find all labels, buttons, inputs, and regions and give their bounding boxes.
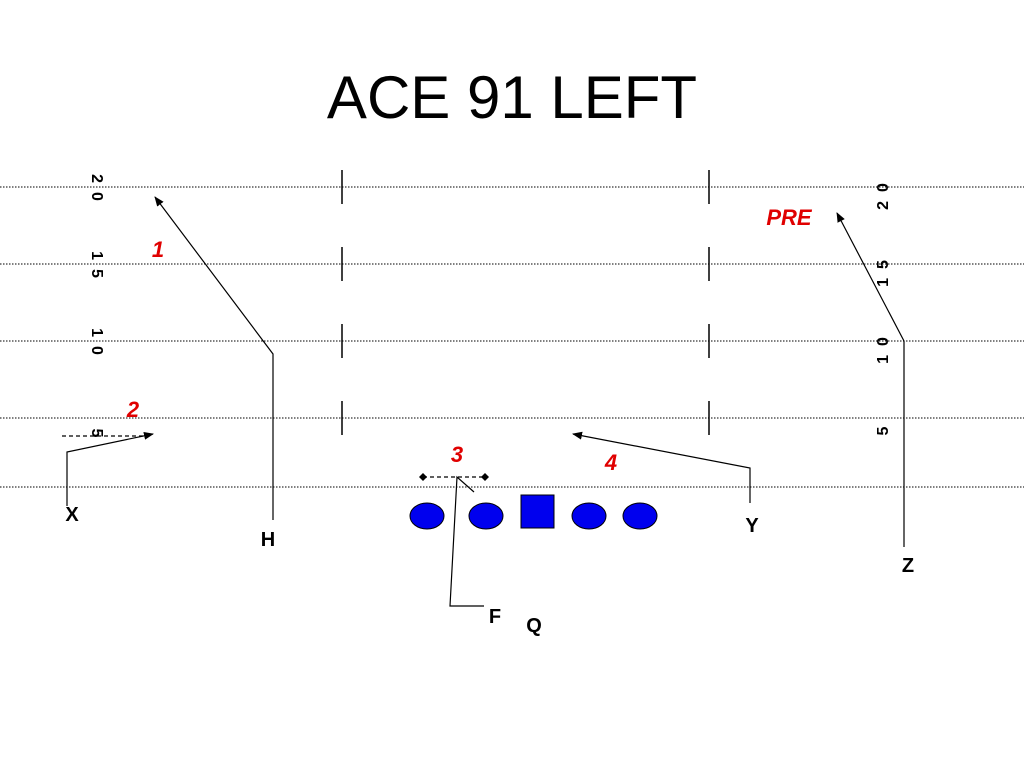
player-q-label: Q — [526, 615, 542, 637]
route-label-2: 2 — [126, 397, 140, 422]
lineman-left-guard — [468, 502, 504, 530]
route-f-flat — [419, 473, 489, 481]
route-x — [66, 431, 154, 506]
yard-lines — [0, 186, 1024, 488]
yard-number-right-5: 5 — [875, 426, 892, 435]
lineman-left-tackle — [409, 502, 445, 530]
lineman-right-guard — [571, 502, 607, 530]
yard-number-right-10: 10 — [875, 328, 892, 364]
diamond-marker-right — [481, 473, 489, 481]
yard-number-right-20: 20 — [875, 174, 892, 210]
route-z — [836, 212, 905, 547]
lineman-right-tackle — [622, 502, 658, 530]
player-labels: X H Y Z F Q — [65, 504, 914, 637]
routes — [62, 196, 905, 607]
yard-number-left-5: 5 — [88, 429, 105, 438]
player-z-label: Z — [902, 555, 914, 577]
route-labels: 1 2 3 4 PRE — [126, 205, 813, 475]
yard-number-left-20: 20 — [88, 174, 105, 210]
route-label-3: 3 — [451, 442, 463, 467]
yard-numbers-left: 20 15 10 5 — [88, 174, 105, 437]
player-h-label: H — [261, 529, 275, 551]
route-label-1: 1 — [152, 237, 164, 262]
player-x-label: X — [65, 504, 79, 526]
player-y-label: Y — [745, 515, 759, 537]
route-f — [449, 475, 484, 607]
center-square — [520, 494, 555, 529]
yard-number-right-15: 15 — [875, 251, 892, 287]
page-title: ACE 91 LEFT — [327, 64, 697, 131]
yard-number-left-15: 15 — [88, 251, 105, 287]
yard-number-left-10: 10 — [88, 328, 105, 364]
yard-numbers-right: 20 15 10 5 — [875, 174, 892, 435]
route-y — [572, 431, 751, 503]
route-label-pre: PRE — [766, 205, 813, 230]
diamond-marker-left — [419, 473, 427, 481]
route-h — [154, 196, 274, 520]
player-f-label: F — [489, 606, 501, 628]
offensive-line — [409, 494, 658, 530]
route-label-4: 4 — [604, 450, 617, 475]
